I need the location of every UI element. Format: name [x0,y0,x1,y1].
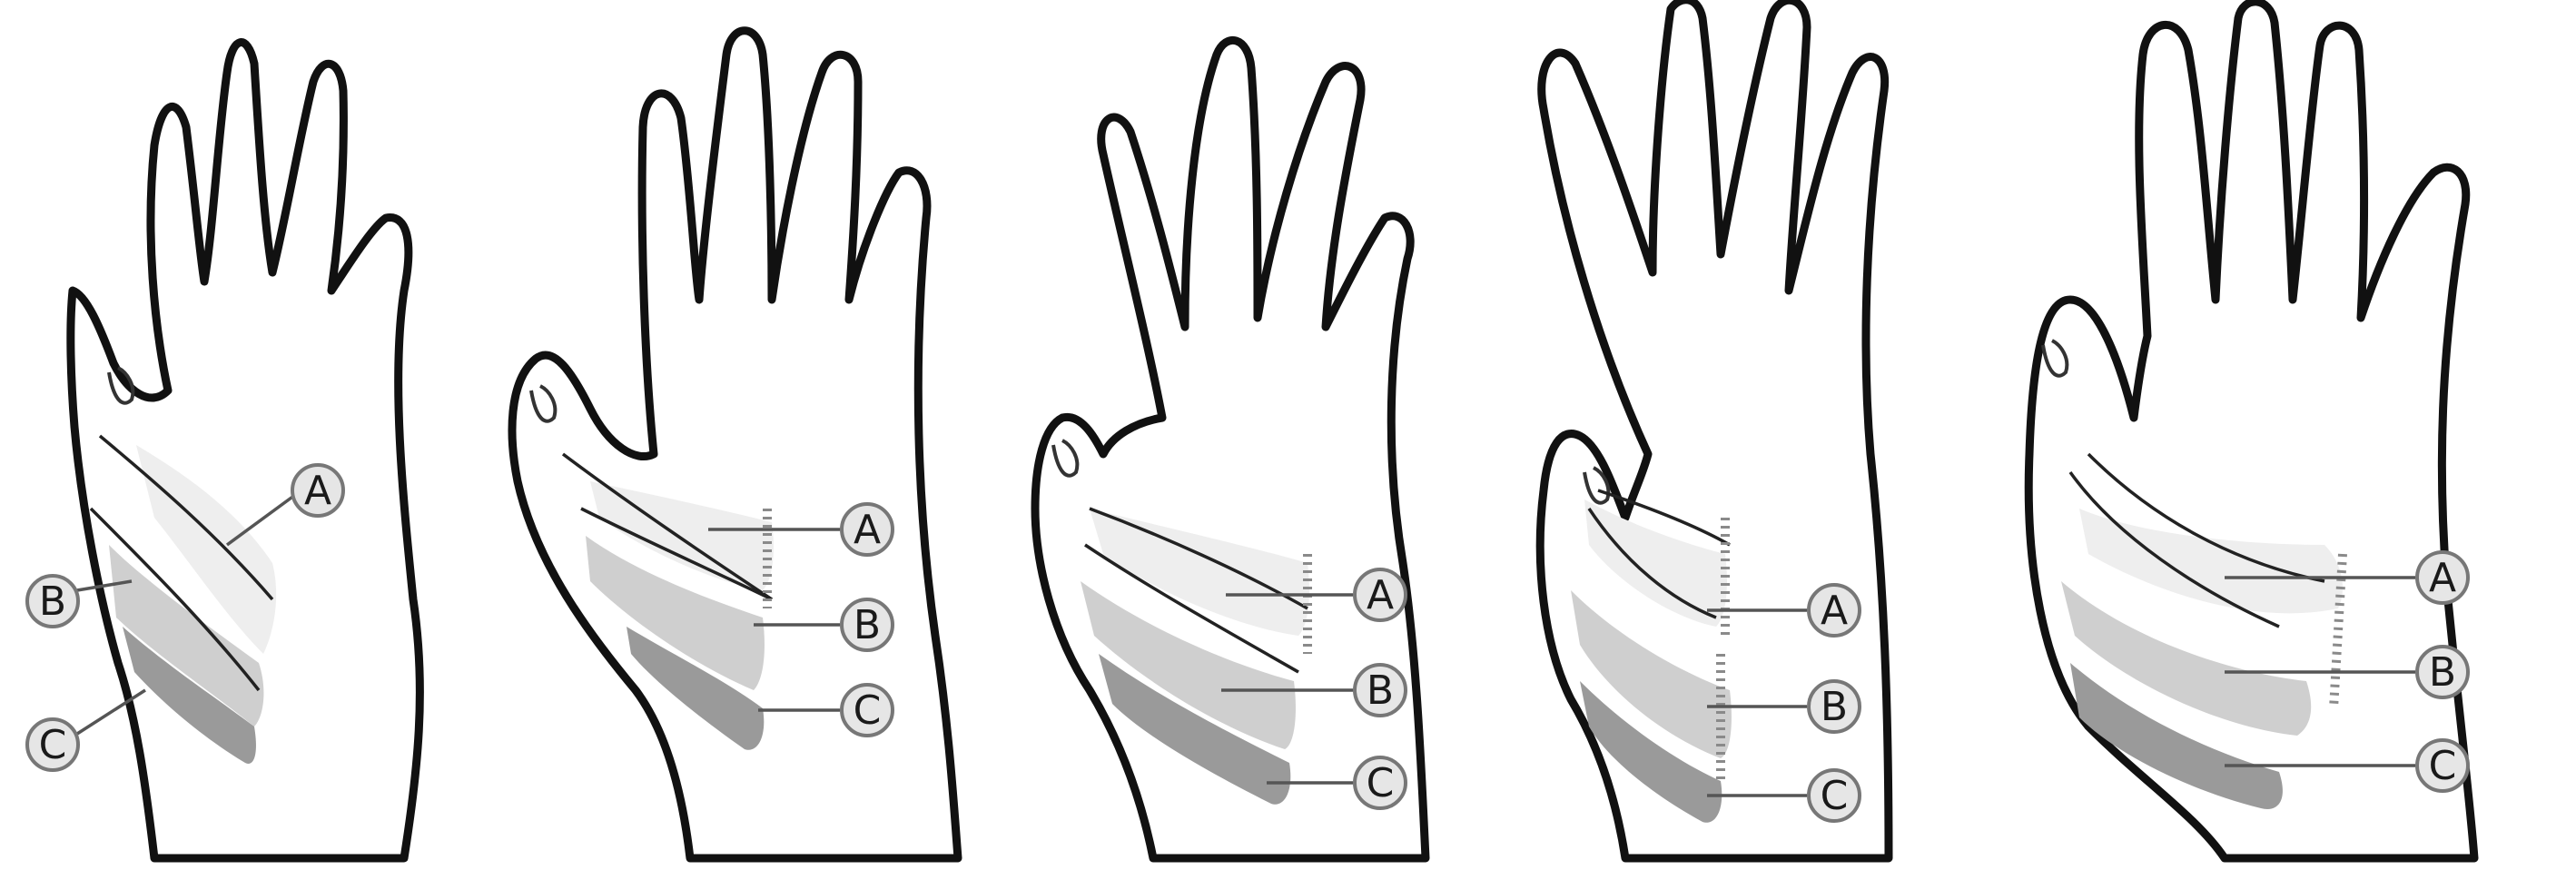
hand-2: A B C [512,31,958,858]
hand-3-label-a: A [1367,572,1394,618]
hand-3-label-b: B [1367,667,1394,714]
hand-1-label-a: A [304,468,331,514]
hand-4-label-a: A [1821,588,1848,634]
hand-3: A B C [1035,40,1426,858]
hand-1-label-b: B [39,578,66,625]
hand-5-label-b: B [2429,649,2456,696]
hand-4-label-c: C [1821,773,1849,819]
hand-2-label-b: B [854,602,881,648]
hand-4: A B C [1540,0,1889,858]
hand-2-label-a: A [854,507,881,553]
hand-1: A B C [27,43,419,858]
hand-2-label-c: C [854,687,882,734]
hand-3-label-c: C [1367,760,1395,806]
hand-1-label-c: C [39,722,67,768]
hand-5: A B C [2028,2,2474,858]
hand-5-label-a: A [2429,555,2456,601]
hand-4-label-b: B [1821,684,1848,730]
hand-5-label-c: C [2429,743,2457,789]
